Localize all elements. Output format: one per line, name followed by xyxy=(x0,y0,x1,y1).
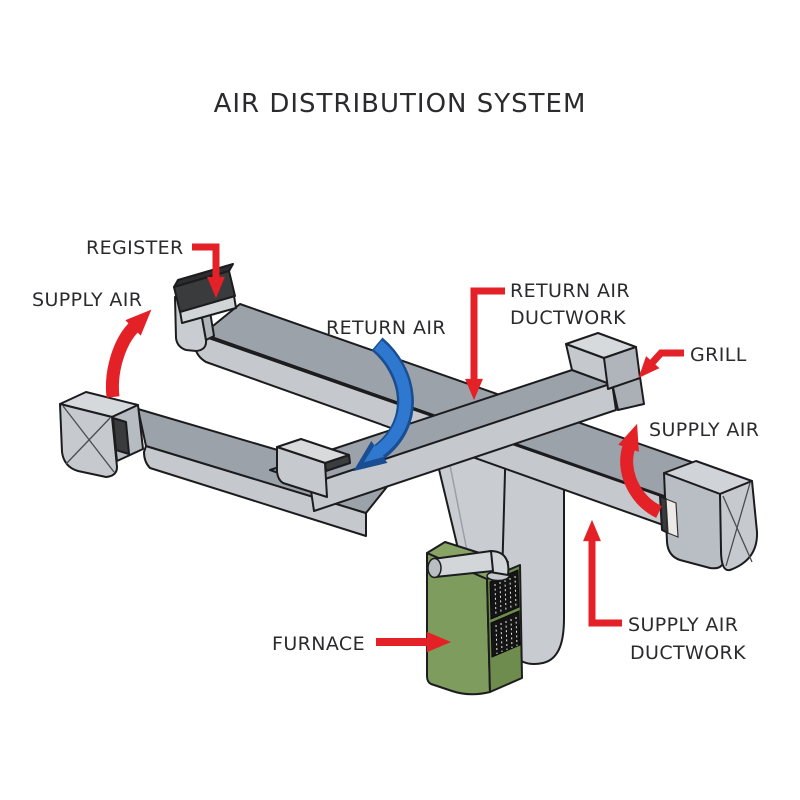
return-ductwork-pointer-arrow xyxy=(465,287,505,401)
label-grill: GRILL xyxy=(690,344,747,366)
furnace-vent-grills xyxy=(489,569,521,658)
label-supply-air-right: SUPPLY AIR xyxy=(649,419,759,441)
label-furnace: FURNACE xyxy=(272,633,365,655)
labels: AIR DISTRIBUTION SYSTEM REGISTER SUPPLY … xyxy=(32,89,759,664)
return-air-arrow xyxy=(353,337,414,472)
supply-air-left-arrow xyxy=(105,309,152,398)
label-return-air: RETURN AIR xyxy=(326,317,446,339)
register-pointer-arrow xyxy=(192,243,225,299)
grill-pointer-arrow xyxy=(638,349,684,378)
label-supply-air-ductwork-line2: DUCTWORK xyxy=(630,642,746,664)
supply-boot-left xyxy=(59,391,144,478)
supply-ductwork-pointer-arrow xyxy=(583,519,622,627)
label-supply-air-left: SUPPLY AIR xyxy=(32,289,142,311)
supply-air-right-arrow xyxy=(618,423,663,518)
label-return-air-ductwork-line2: DUCTWORK xyxy=(510,307,626,329)
furnace xyxy=(426,541,523,696)
grill-end-wall xyxy=(565,332,641,390)
flue-pipe xyxy=(427,550,510,582)
label-supply-air-ductwork-line1: SUPPLY AIR xyxy=(628,614,738,636)
supply-boot-right xyxy=(659,460,759,572)
arrows xyxy=(105,243,684,653)
label-register: REGISTER xyxy=(86,237,184,259)
page-title: AIR DISTRIBUTION SYSTEM xyxy=(214,89,587,119)
label-return-air-ductwork-line1: RETURN AIR xyxy=(510,280,630,302)
supply-slot-register xyxy=(665,498,679,538)
boot-register-black xyxy=(112,417,130,455)
return-open-end xyxy=(276,438,351,498)
